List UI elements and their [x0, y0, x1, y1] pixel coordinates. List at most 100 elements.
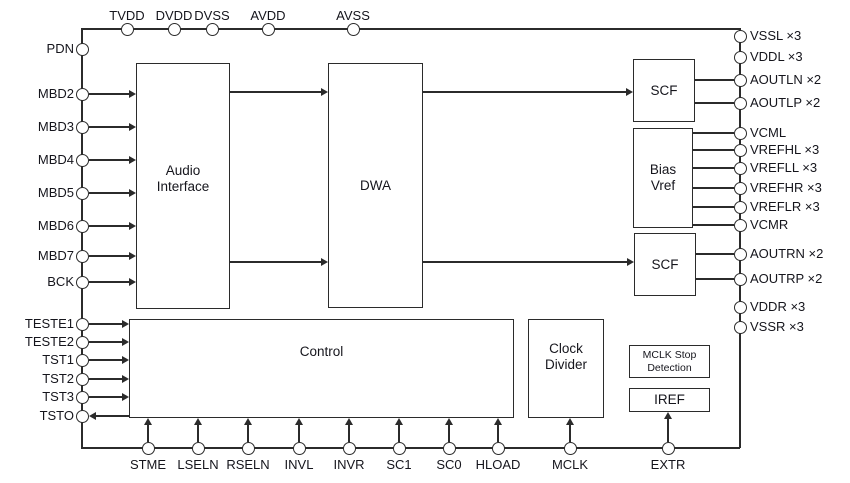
pin-label-teste2: TESTE2 — [24, 334, 74, 349]
pin-label-aoutln: AOUTLN ×2 — [750, 72, 822, 87]
pin-label-sc1: SC1 — [386, 457, 412, 472]
wire-sc0 — [448, 425, 450, 442]
wire-invr — [348, 425, 350, 442]
pin-terminal-mbd6 — [75, 219, 89, 233]
pin-terminal-mclk — [563, 441, 577, 455]
pin-label-teste1: TESTE1 — [24, 316, 74, 331]
wire-mbd6 — [89, 225, 129, 227]
pin-terminal-mbd5 — [75, 186, 89, 200]
arrowhead-audio-to-dwa-top — [321, 88, 328, 96]
pin-label-vrefhr: VREFHR ×3 — [750, 180, 822, 195]
pin-terminal-vcmr — [733, 218, 747, 232]
arrowhead-mbd5 — [129, 189, 136, 197]
arrowhead-tst2 — [122, 375, 129, 383]
wire-vcml — [693, 132, 734, 134]
pin-label-lseln: LSELN — [177, 457, 219, 472]
pin-label-sc0: SC0 — [436, 457, 462, 472]
pin-terminal-avdd — [261, 22, 275, 36]
block-scf-top: SCF — [633, 59, 695, 122]
pin-label-stme: STME — [129, 457, 167, 472]
pin-terminal-tvdd — [120, 22, 134, 36]
pin-terminal-hload — [491, 441, 505, 455]
pin-label-mclk: MCLK — [551, 457, 589, 472]
arrowhead-tst3 — [122, 393, 129, 401]
arrowhead-mbd2 — [129, 90, 136, 98]
pin-terminal-vddr — [733, 300, 747, 314]
pin-terminal-vssl — [733, 29, 747, 43]
pin-label-vssl: VSSL ×3 — [750, 28, 802, 43]
pin-terminal-tst2 — [75, 372, 89, 386]
arrowhead-tsto — [89, 412, 96, 420]
wire-dwa-to-scf-bottom — [423, 261, 627, 263]
wire-aoutln — [695, 79, 734, 81]
pin-terminal-vrefll — [733, 161, 747, 175]
chip-border-bottom — [81, 447, 740, 449]
pin-terminal-vssr — [733, 320, 747, 334]
wire-bck — [89, 281, 129, 283]
wire-hload — [497, 425, 499, 442]
block-scf-bottom: SCF — [634, 233, 696, 296]
pin-label-tvdd: TVDD — [109, 8, 145, 23]
pin-terminal-dvdd — [167, 22, 181, 36]
pin-terminal-bck — [75, 275, 89, 289]
arrowhead-extr — [664, 412, 672, 419]
arrowhead-bck — [129, 278, 136, 286]
wire-rseln — [247, 425, 249, 442]
arrowhead-mbd3 — [129, 123, 136, 131]
pin-terminal-pdn — [75, 42, 89, 56]
wire-lseln — [197, 425, 199, 442]
pin-label-bck: BCK — [47, 274, 74, 289]
block-dwa: DWA — [328, 63, 423, 308]
pin-label-vcml: VCML — [750, 125, 787, 140]
arrowhead-tst1 — [122, 356, 129, 364]
pin-terminal-sc0 — [442, 441, 456, 455]
pin-terminal-mbd4 — [75, 153, 89, 167]
block-mclk-stop-detection: MCLK Stop Detection — [629, 345, 710, 378]
arrowhead-invl — [295, 418, 303, 425]
pin-label-mbd5: MBD5 — [37, 185, 74, 200]
arrowhead-dwa-to-scf-bottom — [627, 258, 634, 266]
wire-mclk — [569, 425, 571, 442]
pin-label-vddr: VDDR ×3 — [750, 299, 806, 314]
pin-label-tst1: TST1 — [42, 352, 74, 367]
pin-label-dvdd: DVDD — [155, 8, 193, 23]
arrowhead-hload — [494, 418, 502, 425]
pin-label-mbd2: MBD2 — [37, 86, 74, 101]
pin-terminal-vreflr — [733, 200, 747, 214]
arrowhead-mbd6 — [129, 222, 136, 230]
pin-label-invl: INVL — [284, 457, 314, 472]
pin-label-extr: EXTR — [650, 457, 686, 472]
wire-stme — [147, 425, 149, 442]
pin-terminal-extr — [661, 441, 675, 455]
pin-label-mbd3: MBD3 — [37, 119, 74, 134]
arrowhead-invr — [345, 418, 353, 425]
pin-terminal-tst1 — [75, 353, 89, 367]
pin-label-vssr: VSSR ×3 — [750, 319, 804, 334]
chip-border-right — [739, 28, 741, 449]
arrowhead-stme — [144, 418, 152, 425]
pin-terminal-vddl — [733, 50, 747, 64]
wire-mbd5 — [89, 192, 129, 194]
pin-terminal-mbd7 — [75, 249, 89, 263]
pin-terminal-dvss — [205, 22, 219, 36]
pin-terminal-teste1 — [75, 317, 89, 331]
pin-label-tsto: TSTO — [39, 408, 74, 423]
arrowhead-teste1 — [122, 320, 129, 328]
block-bias-vref: Bias Vref — [633, 128, 693, 228]
pin-terminal-tsto — [75, 409, 89, 423]
pin-terminal-aoutln — [733, 73, 747, 87]
pin-label-aoutrp: AOUTRP ×2 — [750, 271, 823, 286]
pin-terminal-invr — [342, 441, 356, 455]
pin-terminal-teste2 — [75, 335, 89, 349]
arrowhead-teste2 — [122, 338, 129, 346]
pin-terminal-rseln — [241, 441, 255, 455]
wire-tst2 — [89, 378, 122, 380]
pin-label-hload: HLOAD — [475, 457, 521, 472]
wire-invl — [298, 425, 300, 442]
pin-terminal-invl — [292, 441, 306, 455]
pin-label-aoutlp: AOUTLP ×2 — [750, 95, 821, 110]
arrowhead-audio-to-dwa-bottom — [321, 258, 328, 266]
pin-label-tst3: TST3 — [42, 389, 74, 404]
arrowhead-sc0 — [445, 418, 453, 425]
